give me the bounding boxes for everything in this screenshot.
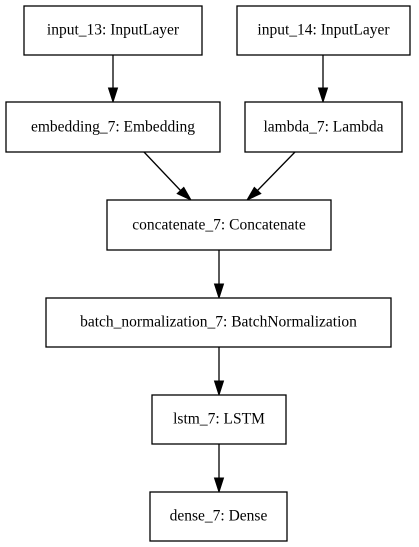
node-dense-7-label: dense_7: Dense [170, 508, 268, 525]
edge-lambda-7-to-concatenate-7 [245, 151, 296, 202]
edge-embedding-7-to-concatenate-7 [143, 151, 193, 202]
node-lambda-7: lambda_7: Lambda [244, 101, 403, 153]
node-embedding-7-label: embedding_7: Embedding [31, 119, 195, 136]
edge-batch-normalization-7-to-lstm-7 [213, 347, 225, 397]
node-lstm-7-label: lstm_7: LSTM [173, 411, 265, 428]
node-lambda-7-label: lambda_7: Lambda [263, 119, 383, 136]
node-concatenate-7: concatenate_7: Concatenate [106, 199, 332, 251]
edge-lstm-7-to-dense-7 [213, 444, 225, 494]
node-input-13-label: input_13: InputLayer [47, 22, 180, 39]
node-batch-normalization-7: batch_normalization_7: BatchNormalizatio… [45, 297, 392, 348]
node-dense-7: dense_7: Dense [149, 491, 288, 542]
node-lstm-7: lstm_7: LSTM [151, 394, 287, 445]
edge-concatenate-7-to-batch-normalization-7 [213, 250, 225, 300]
node-input-14-label: input_14: InputLayer [257, 22, 390, 39]
node-embedding-7: embedding_7: Embedding [5, 101, 221, 153]
node-batch-normalization-7-label: batch_normalization_7: BatchNormalizatio… [80, 314, 357, 331]
edge-input-13-to-embedding-7 [107, 55, 119, 104]
edge-input-14-to-lambda-7 [317, 55, 329, 104]
node-input-13: input_13: InputLayer [23, 5, 203, 56]
node-concatenate-7-label: concatenate_7: Concatenate [132, 217, 306, 234]
node-input-14: input_14: InputLayer [236, 5, 411, 56]
